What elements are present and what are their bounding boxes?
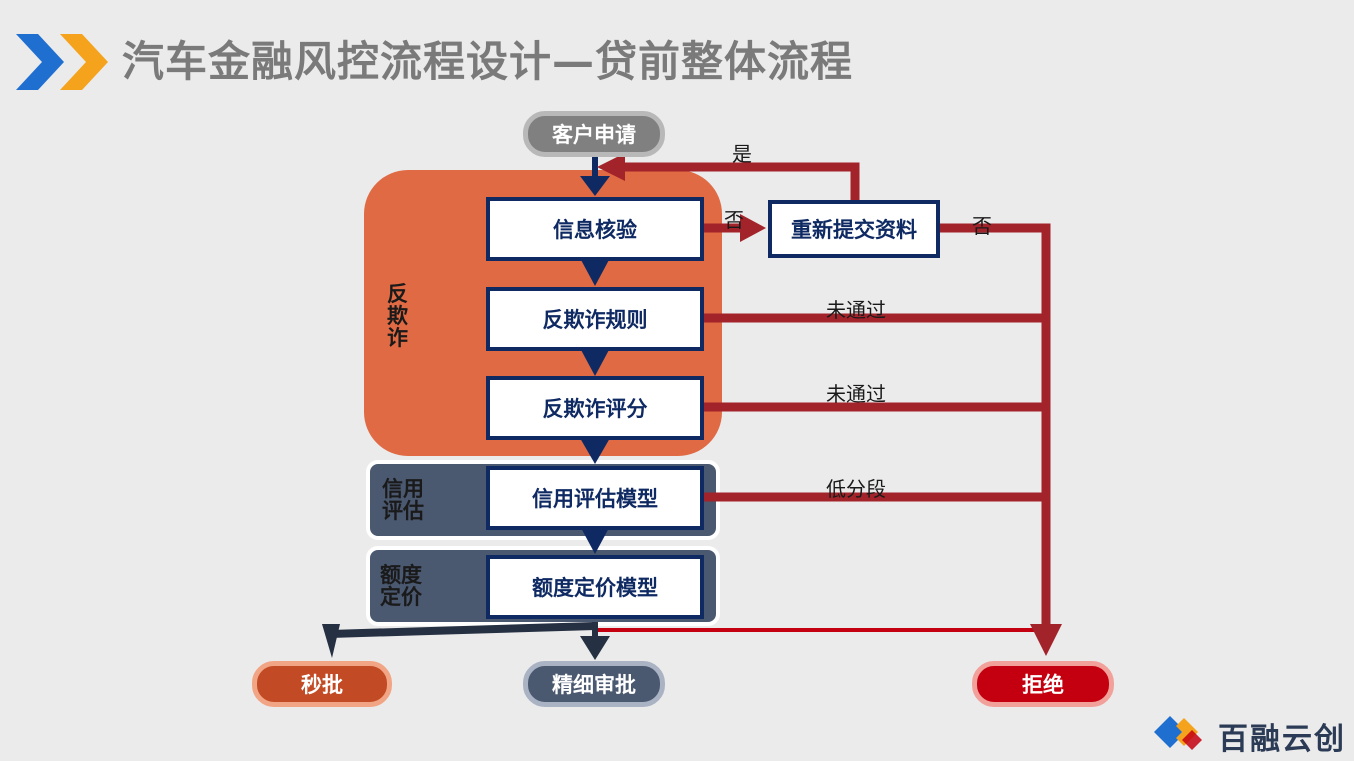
outcome-arrows — [322, 622, 610, 660]
edge-label-no-right: 否 — [972, 214, 992, 238]
limit-region-label: 额度定价 — [380, 563, 422, 609]
reject-lines — [620, 162, 1051, 630]
antifraud-score-node: 反欺诈评分 — [486, 376, 704, 440]
credit-model-node: 信用评估模型 — [486, 466, 704, 530]
antifraud-region-label: 反欺诈 — [387, 282, 408, 350]
resubmit-node: 重新提交资料 — [768, 200, 940, 258]
customer-apply-node: 客户申请 — [523, 111, 665, 157]
antifraud-rules-node: 反欺诈规则 — [486, 287, 704, 351]
info-check-node: 信息核验 — [486, 197, 704, 261]
instant-approval-node: 秒批 — [252, 661, 392, 707]
edge-label-yes: 是 — [732, 142, 752, 166]
edge-label-fail-rules: 未通过 — [826, 298, 886, 322]
title-chevron-icon — [16, 34, 108, 90]
page-title: 汽车金融风控流程设计—贷前整体流程 — [122, 37, 854, 86]
manual-review-node: 精细审批 — [523, 661, 665, 707]
credit-region-label: 信用评估 — [382, 477, 424, 523]
edge-label-fail-score: 未通过 — [826, 382, 886, 406]
edge-label-low-score: 低分段 — [826, 477, 886, 501]
reject-arrow — [1030, 624, 1062, 656]
limit-pricing-node: 额度定价模型 — [486, 555, 704, 619]
brand-logo-text: 百融云创 — [1218, 722, 1346, 757]
edge-label-no-left: 否 — [724, 208, 744, 232]
reject-node: 拒绝 — [972, 661, 1114, 707]
main-flow-arrows — [580, 155, 610, 554]
yes-return-arrow — [597, 153, 625, 181]
diamond-logo-icon — [1154, 716, 1202, 750]
resubmit-arrow — [740, 214, 766, 242]
